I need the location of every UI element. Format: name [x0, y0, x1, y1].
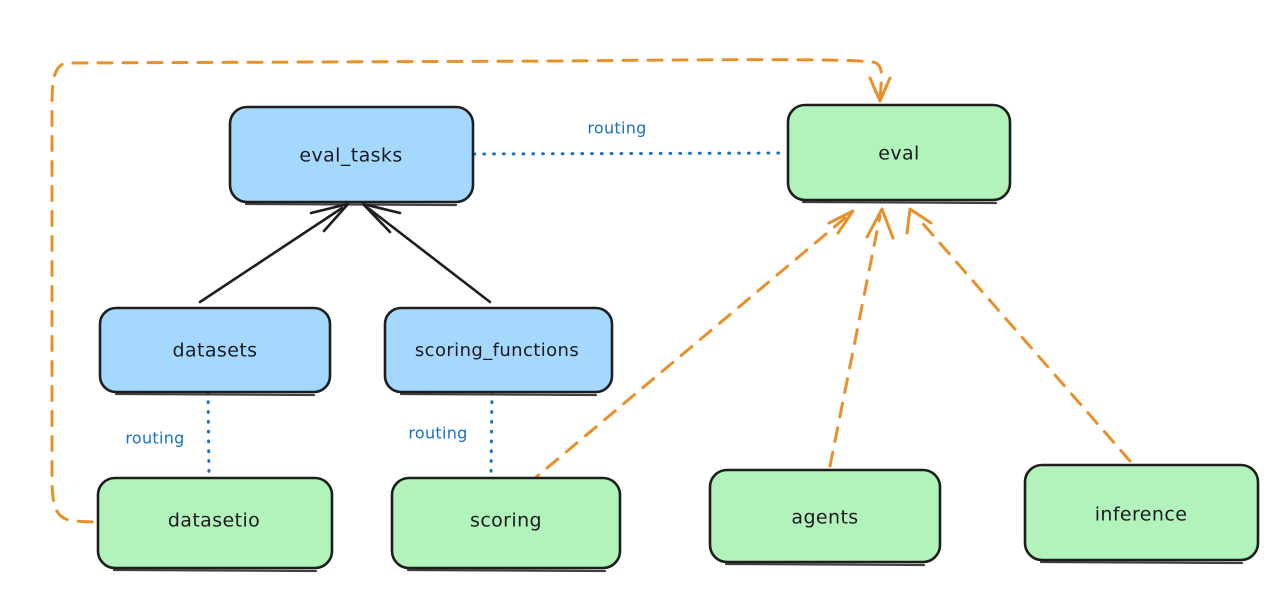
node-eval-tasks-box [228, 105, 475, 204]
node-inference[interactable]: inference [1023, 463, 1260, 565]
node-scoring-box [390, 476, 622, 570]
node-datasetio[interactable]: datasetio [96, 476, 334, 573]
node-datasetio-sketch-stroke [112, 568, 318, 573]
node-scoring-functions[interactable]: scoring_functions [383, 306, 614, 397]
node-inference-label: inference [1095, 504, 1188, 526]
edge-agents-to-eval [828, 207, 895, 468]
edge-datasets-to-eval-tasks [198, 202, 350, 304]
node-eval[interactable]: eval [786, 103, 1012, 205]
node-datasets-box [98, 306, 332, 394]
edge-datasets-to-datasetio [206, 390, 211, 479]
arrowhead-eval-top [868, 76, 892, 103]
node-scoring-functions-box [383, 306, 614, 394]
node-scoring-sketch-stroke [406, 568, 607, 573]
node-eval-tasks-sketch-stroke [244, 202, 458, 207]
edge-inference-to-eval [905, 207, 1132, 463]
node-scoring-functions-sketch-stroke [399, 392, 598, 397]
arrowhead-scoring-eval [827, 209, 855, 235]
edge-label-routing-eval-tasks: routing [587, 119, 646, 138]
node-scoring-functions-label: scoring_functions [415, 340, 579, 361]
node-agents-label: agents [791, 507, 858, 529]
edge-label-routing-datasets: routing [125, 429, 184, 448]
edge-label-routing-scoring-functions: routing [408, 424, 467, 443]
node-datasets-label: datasets [173, 340, 258, 362]
node-eval-label: eval [878, 143, 919, 165]
node-eval-tasks[interactable]: eval_tasks [228, 105, 475, 207]
node-inference-box [1023, 463, 1260, 562]
node-agents[interactable]: agents [708, 468, 942, 567]
node-eval-tasks-label: eval_tasks [299, 145, 402, 167]
node-eval-sketch-stroke [801, 200, 998, 205]
node-inference-sketch-stroke [1039, 560, 1244, 565]
arrowhead-inference-eval [905, 207, 933, 235]
edge-scoring-functions-to-eval-tasks [361, 202, 492, 304]
arrowhead-agents-eval [865, 207, 895, 240]
edge-scoring-functions-to-scoring [489, 390, 494, 479]
edge-scoring-to-eval [526, 209, 855, 486]
node-datasets-sketch-stroke [114, 392, 316, 397]
edge-eval-tasks-to-eval [472, 151, 789, 156]
node-agents-sketch-stroke [724, 562, 926, 567]
node-datasetio-box [96, 476, 334, 570]
node-scoring-label: scoring [470, 510, 542, 532]
node-eval-box [786, 103, 1012, 202]
node-scoring[interactable]: scoring [390, 476, 622, 573]
edges-layer: eval : blue dotted --> datasetio : blue … [50, 58, 1132, 524]
edge-labels-layer: routing routing routing [125, 119, 646, 448]
edge-datasetio-to-eval [50, 58, 892, 524]
node-datasets[interactable]: datasets [98, 306, 332, 397]
node-datasetio-label: datasetio [168, 510, 260, 532]
node-agents-box [708, 468, 942, 564]
